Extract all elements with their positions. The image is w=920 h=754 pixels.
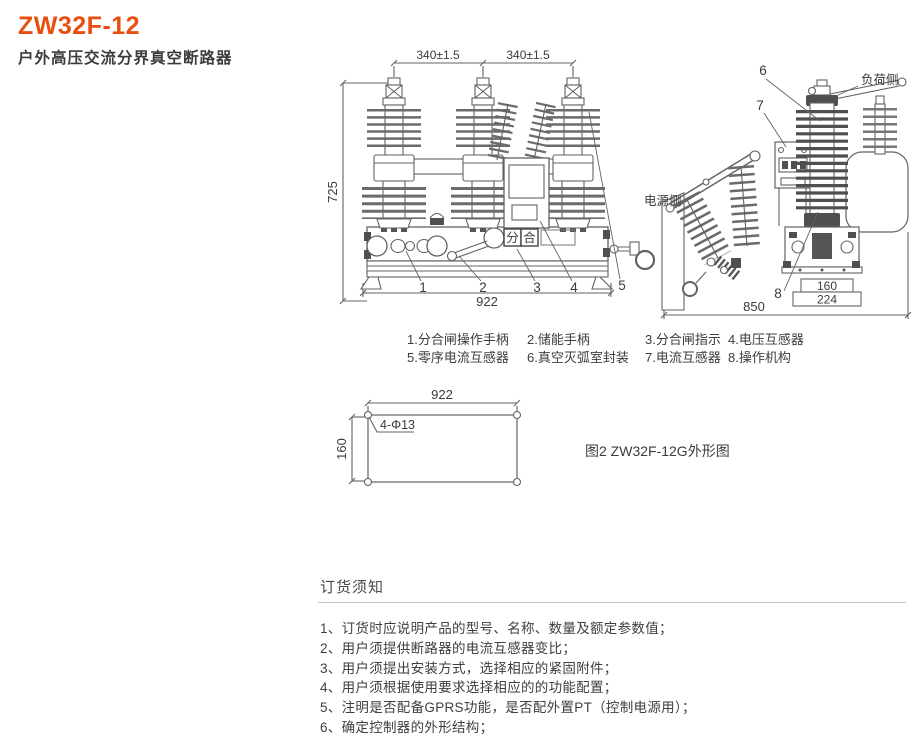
callout-1: 1 [419, 280, 427, 295]
front-dim-pole-spacing-left: 340±1.5 [416, 48, 460, 62]
legend-item: 3.分合闸指示 [645, 332, 721, 347]
front-dim-width: 922 [476, 294, 498, 309]
callout-2: 2 [479, 280, 487, 295]
open-close-indicator [503, 228, 576, 247]
page-subtitle: 户外高压交流分界真空断路器 [18, 50, 233, 67]
indicator-open-label: 分 [506, 231, 519, 245]
mounting-hole [363, 410, 522, 487]
legend-item: 2.储能手柄 [527, 332, 590, 347]
front-dim-height: 725 [325, 181, 340, 203]
order-notice-list: 1、订货时应说明产品的型号、名称、数量及额定参数值； 2、用户须提供断路器的电流… [320, 619, 696, 738]
callout-3: 3 [533, 280, 541, 295]
side-view-drawing [660, 77, 912, 319]
voltage-transformer-box [503, 157, 550, 229]
figure-caption: 图2 ZW32F-12G外形图 [585, 443, 730, 459]
callout-8: 8 [774, 286, 782, 301]
order-notice-item: 6、确定控制器的外形结构； [320, 719, 494, 735]
page-title: ZW32F-12 [18, 12, 141, 40]
plan-dim-height: 160 [334, 438, 349, 460]
legend-item: 6.真空灭弧室封装 [527, 350, 629, 365]
load-side-label: 负荷侧 [861, 73, 899, 87]
insulator-pole [541, 77, 605, 232]
legend-item: 7.电流互感器 [645, 350, 721, 365]
legend-item: 8.操作机构 [728, 350, 791, 365]
insulator-pole [362, 77, 426, 232]
section-divider [318, 602, 906, 603]
callout-7: 7 [756, 98, 764, 113]
drawing-labels: 340±1.5 340±1.5 725 922 分 合 1 2 3 4 5 6 … [325, 48, 899, 460]
plan-view-drawing [348, 399, 522, 487]
callout-leaders [405, 111, 621, 282]
mounting-holes-label: 4-Φ13 [380, 418, 415, 432]
pull-ring [609, 241, 656, 271]
order-notice-item: 1、订货时应说明产品的型号、名称、数量及额定参数值； [320, 621, 673, 636]
callout-6: 6 [759, 63, 767, 78]
side-dim-base-width: 224 [817, 293, 837, 307]
front-dim-pole-spacing-right: 340±1.5 [506, 48, 550, 62]
front-view-drawing [339, 59, 656, 305]
insulator-pole [451, 77, 515, 232]
source-side-label: 电源侧 [644, 194, 682, 208]
indicator-close-label: 合 [523, 230, 536, 245]
legend-item: 5.零序电流互感器 [407, 350, 509, 365]
order-notice-item: 4、用户须根据使用要求选择相应的的功能配置； [320, 680, 618, 696]
vacuum-interrupter-bushing [796, 77, 907, 227]
operating-mechanism-box [784, 226, 860, 268]
plan-dim-width: 922 [431, 387, 453, 402]
side-callout-leaders [763, 78, 859, 292]
legend-item: 4.电压互感器 [728, 332, 804, 347]
side-dim-inner-width: 160 [817, 279, 837, 293]
order-notice-item: 2、用户须提供断路器的电流互感器变比； [320, 640, 577, 656]
order-notice-item: 5、注明是否配备GPRS功能，是否配外置PT（控制电源用）； [320, 700, 696, 716]
technical-drawing: 340±1.5 340±1.5 725 922 分 合 1 2 3 4 5 6 … [325, 48, 912, 487]
callout-5: 5 [618, 278, 626, 293]
order-notice-item: 3、用户须提出安装方式，选择相应的紧固附件； [320, 660, 618, 676]
operating-mechanism-details [366, 212, 505, 262]
order-notice-heading: 订货须知 [320, 579, 385, 596]
side-dim-depth: 850 [743, 299, 765, 314]
diagonal-insulator-string [487, 101, 556, 163]
callout-4: 4 [570, 280, 578, 295]
legend-item: 1.分合闸操作手柄 [407, 332, 509, 347]
